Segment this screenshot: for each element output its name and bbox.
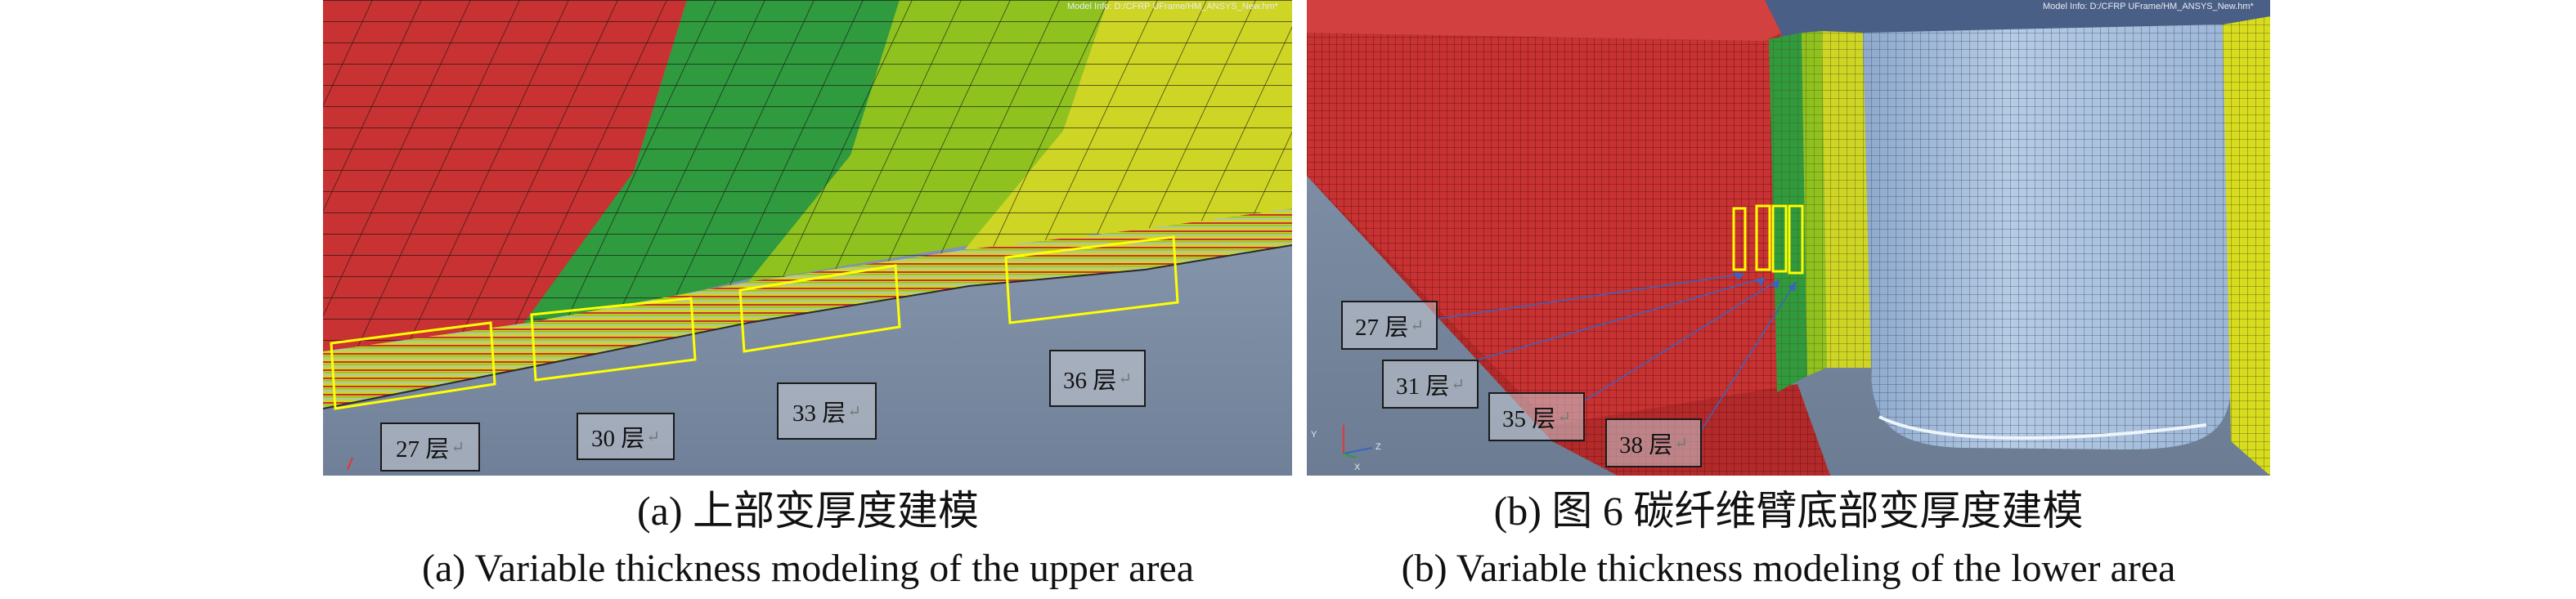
highlight-box: [1788, 204, 1804, 275]
layer-label-31: 31 层↵: [1382, 360, 1479, 409]
caption-b-en: (b) Variable thickness modeling of the l…: [1401, 547, 2176, 590]
leader-line: [1478, 277, 1766, 360]
highlight-box: [1004, 235, 1179, 324]
layer-label-38: 38 层↵: [1605, 418, 1702, 467]
model-info-text: Model Info: D:/CFRP UFrame/HM_ANSYS_New.…: [1067, 2, 1278, 11]
layer-label-35: 35 层↵: [1488, 392, 1585, 441]
layer-label-30: 30 层↵: [577, 413, 675, 460]
leader-line: [1437, 273, 1745, 320]
model-info-text: Model Info: D:/CFRP UFrame/HM_ANSYS_New.…: [2043, 2, 2254, 11]
layer-label-27: 27 层↵: [380, 422, 480, 472]
highlight-box: [1771, 204, 1788, 273]
highlight-box: [330, 321, 496, 410]
arrow-head-icon: [1734, 272, 1744, 280]
leader-line: [1584, 279, 1780, 401]
coordinate-axes-icon: Y Z X: [1311, 425, 1381, 472]
leader-line: [1699, 281, 1797, 434]
caption-b-cn: (b) 图 6 碳纤维臂底部变厚度建模: [1493, 488, 2084, 534]
highlight-box: [738, 264, 901, 353]
axis-label-x: X: [1354, 463, 1361, 472]
layer-label-33: 33 层↵: [777, 382, 877, 440]
layer-label-36: 36 层↵: [1049, 350, 1146, 407]
highlight-box: [1755, 204, 1771, 271]
caption-a-cn: (a) 上部变厚度建模: [637, 488, 979, 534]
upper-area-mesh-render: [323, 0, 1292, 476]
axis-label-y: Y: [1311, 430, 1317, 440]
highlight-box: [1732, 207, 1747, 271]
lower-area-mesh-render: Y Z X: [1307, 0, 2270, 476]
arrow-head-icon: [1788, 282, 1796, 292]
highlight-box: [530, 297, 697, 382]
axis-label-z: Z: [1376, 442, 1381, 452]
caption-a-en: (a) Variable thickness modeling of the u…: [421, 547, 1195, 590]
arrow-head-icon: [1755, 278, 1765, 286]
figure-panel-b: Y Z X Model Info: D:/CFRP UFrame/HM_ANSY…: [1307, 0, 2270, 476]
layer-label-27: 27 层↵: [1341, 301, 1438, 350]
figure-panel-a: Model Info: D:/CFRP UFrame/HM_ANSYS_New.…: [323, 0, 1292, 476]
arrow-head-icon: [1771, 279, 1779, 289]
